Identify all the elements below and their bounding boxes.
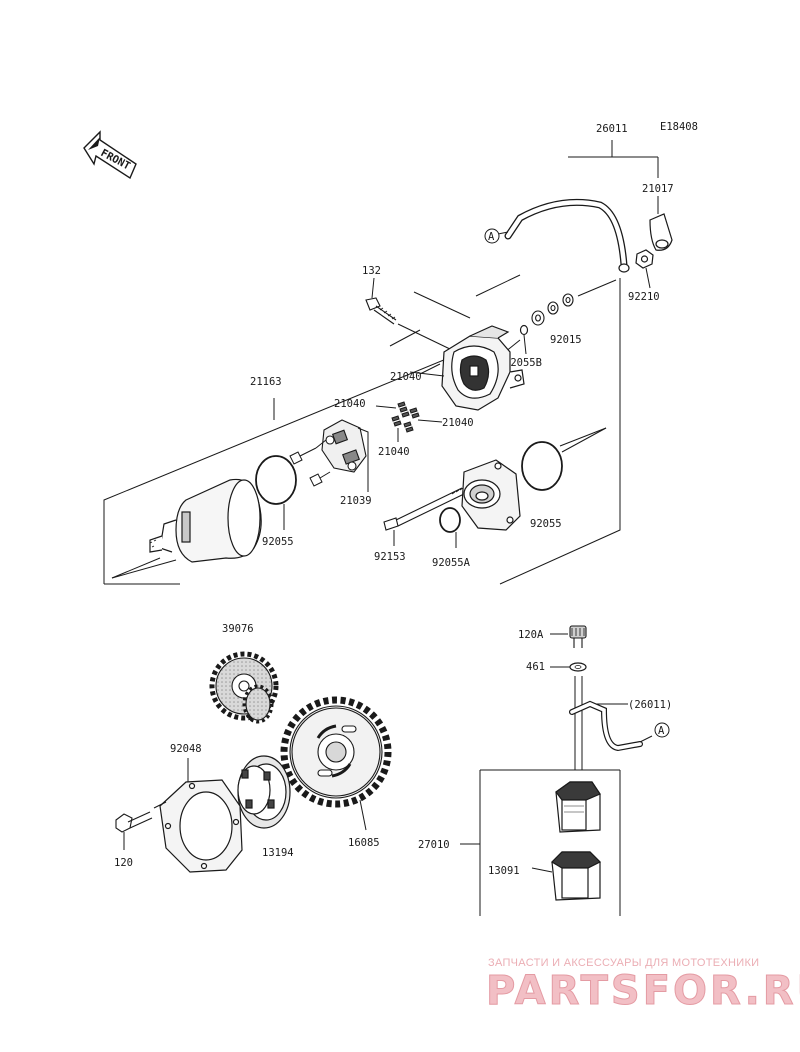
through-bolt-92153 [383, 487, 465, 531]
label-21163: 21163 [250, 376, 282, 388]
label-26011: 26011 [596, 123, 628, 135]
right-guide-lines [559, 427, 607, 453]
label-26011-ref: (26011) [628, 699, 672, 711]
callout-a-top: A [484, 228, 500, 244]
bolt-132 [365, 297, 397, 325]
oring-92055-right [521, 441, 563, 491]
nut-92210 [635, 249, 654, 269]
terminal-cap-21017 [649, 213, 673, 251]
washer-461 [569, 662, 587, 672]
label-21040-b: 21040 [334, 398, 366, 410]
label-21039: 21039 [340, 495, 372, 507]
label-27010: 27010 [418, 839, 450, 851]
label-92015: 92015 [550, 334, 582, 346]
bracket-21039 [357, 427, 369, 492]
callout-a-bottom: A [654, 722, 670, 738]
idle-gear-39076 [209, 651, 279, 724]
front-direction-arrow: FRONT [83, 130, 137, 180]
label-13091: 13091 [488, 865, 520, 877]
relay-axis [574, 676, 583, 770]
label-132: 132 [362, 265, 381, 277]
label-92055-left: 92055 [262, 536, 294, 548]
svg-text:A: A [488, 231, 495, 243]
svg-text:A: A [658, 725, 665, 737]
starter-clutch-gear-16085 [280, 696, 392, 808]
watermark-brand: PARTSFOR.RU [486, 968, 800, 1014]
yoke-guide-lines [111, 557, 177, 579]
starter-cable [487, 198, 630, 273]
label-120a: 120A [518, 629, 544, 641]
label-92055a: 92055A [432, 557, 471, 569]
brush-holder-screws [289, 439, 331, 487]
label-92048: 92048 [170, 743, 202, 755]
label-21017: 21017 [642, 183, 674, 195]
diagram-code: E18408 [660, 121, 698, 133]
label-13194: 13194 [262, 847, 294, 859]
rear-end-cover [441, 325, 525, 411]
watermark-tagline: ЗАПЧАСТИ И АКСЕССУАРЫ ДЛЯ МОТОТЕХНИКИ [488, 957, 759, 969]
one-way-clutch-13194 [237, 755, 291, 829]
oring-92055b [519, 324, 529, 336]
label-92153: 92153 [374, 551, 406, 563]
label-21040-c: 21040 [442, 417, 474, 429]
watermark-logo: ЗАПЧАСТИ И АКСЕССУАРЫ ДЛЯ МОТОТЕХНИКИ PA… [486, 957, 800, 1015]
washers-92015 [531, 293, 574, 326]
bracket-lines-26011 [568, 140, 659, 178]
relay-cover-13091 [551, 851, 602, 901]
label-21040-d: 21040 [378, 446, 410, 458]
label-92055-right: 92055 [530, 518, 562, 530]
label-120: 120 [114, 857, 133, 869]
label-39076: 39076 [222, 623, 254, 635]
front-end-cover [461, 459, 521, 531]
label-21040-a: 21040 [390, 371, 422, 383]
label-461: 461 [526, 661, 545, 673]
bolt-120a [569, 625, 587, 648]
oring-92055-left [255, 455, 297, 505]
oring-92055a [439, 507, 461, 533]
starter-relay [555, 781, 601, 833]
stud-axis-line [577, 279, 617, 297]
cable-ref-26011 [569, 700, 653, 752]
bracket-27010 [460, 769, 621, 916]
label-16085: 16085 [348, 837, 380, 849]
bolt-120 [115, 801, 167, 833]
bracket-21163 [103, 278, 621, 585]
label-92210: 92210 [628, 291, 660, 303]
starter-yoke [149, 478, 262, 563]
brush-springs-21040 [391, 401, 420, 433]
label-92055b: 92055B [504, 357, 542, 369]
clutch-housing-92048 [159, 779, 243, 873]
brush-holder-21039 [321, 419, 367, 473]
